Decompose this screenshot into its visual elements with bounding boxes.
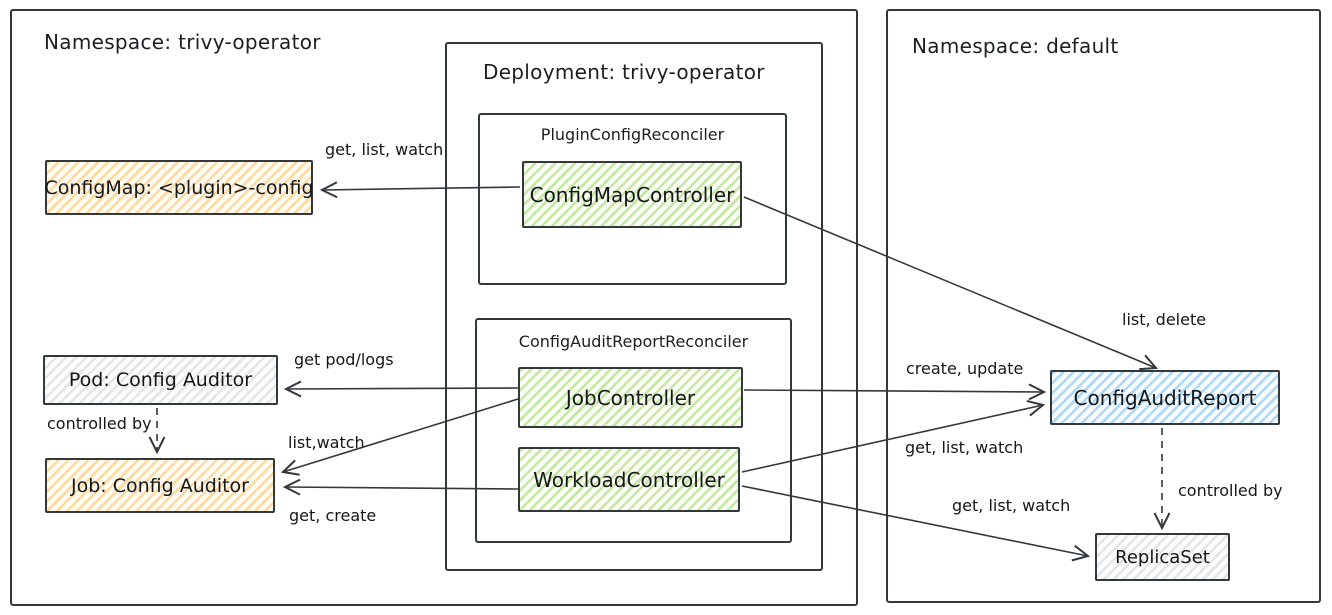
workload-controller-node: WorkloadController bbox=[518, 447, 740, 512]
namespace-default-title: Namespace: default bbox=[912, 34, 1119, 58]
edge-label-create-update: create, update bbox=[906, 359, 1024, 378]
edge-label-get-create: get, create bbox=[289, 506, 377, 525]
deployment-title: Deployment: trivy-operator bbox=[483, 60, 765, 84]
pod-node: Pod: Config Auditor bbox=[43, 355, 278, 405]
edge-label-controlled-by-right: controlled by bbox=[1178, 481, 1283, 500]
replicaset-node: ReplicaSet bbox=[1095, 533, 1230, 581]
edge-label-get-pod-logs: get pod/logs bbox=[294, 350, 394, 369]
edge-label-list-watch: list,watch bbox=[288, 433, 365, 452]
job-node: Job: Config Auditor bbox=[45, 458, 275, 513]
job-controller-node: JobController bbox=[518, 367, 743, 428]
edge-label-get-list-watch-configmap: get, list, watch bbox=[325, 140, 444, 159]
edge-label-get-list-watch-rs: get, list, watch bbox=[952, 496, 1071, 515]
configmap-node: ConfigMap: <plugin>-config bbox=[44, 160, 314, 215]
edge-label-controlled-by-left: controlled by bbox=[47, 414, 152, 433]
config-audit-report-node: ConfigAuditReport bbox=[1050, 370, 1280, 425]
config-audit-report-reconciler-title: ConfigAuditReportReconciler bbox=[518, 332, 749, 351]
namespace-trivy-operator-title: Namespace: trivy-operator bbox=[44, 30, 321, 54]
edge-label-get-list-watch-car: get, list, watch bbox=[905, 438, 1024, 457]
configmap-controller-node: ConfigMapController bbox=[522, 161, 742, 228]
edge-label-list-delete: list, delete bbox=[1122, 310, 1207, 329]
plugin-config-reconciler-title: PluginConfigReconciler bbox=[540, 125, 725, 144]
